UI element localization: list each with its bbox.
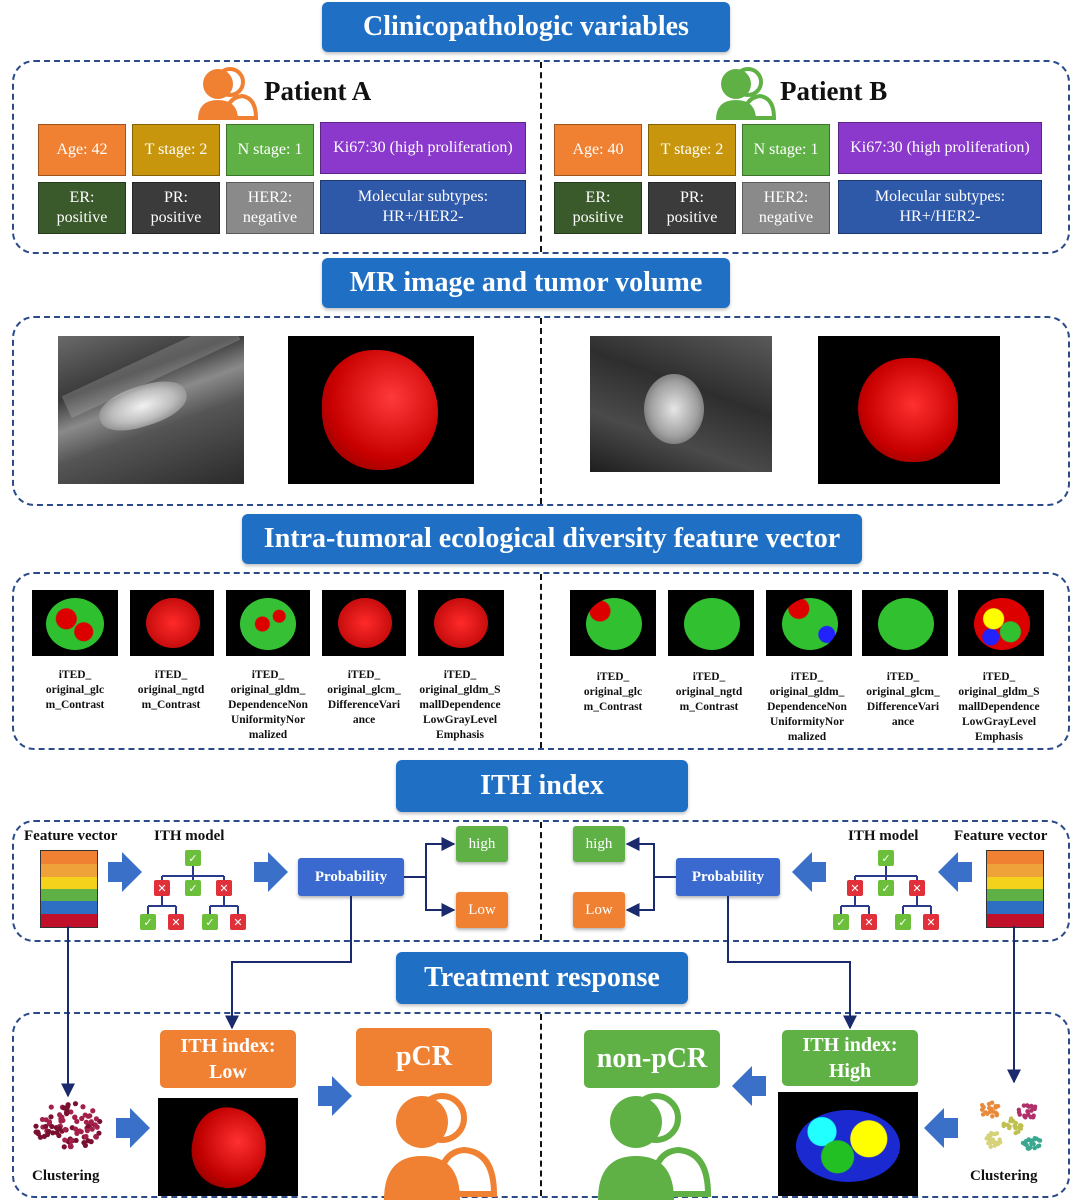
divider-ith	[540, 822, 542, 940]
section-title-ith: ITH index	[396, 760, 688, 812]
patient-b-age: Age: 40	[554, 124, 642, 176]
patient-b-feature-label-4: iTED_ original_glcm_ DifferenceVari ance	[866, 671, 940, 728]
patient-a-her2: HER2: negative	[226, 182, 314, 234]
patient-b-feature-label-3: iTED_ original_gldm_ DependenceNon Unifo…	[767, 671, 847, 743]
ith-index-box-b: ITH index: High	[782, 1030, 918, 1086]
patient-a-feature-thumb-4	[322, 590, 406, 656]
clustering-label-b: Clustering	[970, 1168, 1038, 1184]
patient-b-ki67: Ki67:30 (high proliferation)	[838, 122, 1042, 174]
patient-a-er: ER: positive	[38, 182, 126, 234]
feature-vector-stack-a	[40, 850, 98, 928]
divider-response	[540, 1014, 542, 1196]
feature-vector-label-b: Feature vector	[954, 828, 1048, 844]
patient-a-feature-label-3: iTED_ original_gldm_ DependenceNon Unifo…	[228, 669, 308, 741]
outcome-box-b: non-pCR	[584, 1030, 720, 1088]
section-title-response: Treatment response	[396, 952, 688, 1004]
patient-a-icon	[198, 67, 258, 120]
probability-box-b: Probability	[676, 858, 780, 896]
low-tag-a: Low	[456, 892, 508, 928]
patient-b-name: Patient B	[780, 76, 888, 106]
patient-a-feature-thumb-3	[226, 590, 310, 656]
high-tag-a: high	[456, 826, 508, 862]
patient-a-feature-label-1: iTED_ original_glc m_Contrast	[45, 669, 105, 711]
outcome-person-icon-b	[598, 1093, 712, 1200]
patient-b-mr-image	[590, 336, 772, 472]
patient-b-er: ER: positive	[554, 182, 642, 234]
patient-b-t-stage: T stage: 2	[648, 124, 736, 176]
patient-a-feature-label-2: iTED_ original_ngtd m_Contrast	[137, 669, 205, 711]
ith-model-label-a: ITH model	[154, 828, 225, 844]
patient-a-age: Age: 42	[38, 124, 126, 176]
clinical-panel	[12, 60, 1070, 254]
patient-b-icon	[716, 67, 776, 120]
patient-a-ki67: Ki67:30 (high proliferation)	[320, 122, 526, 174]
patient-a-name: Patient A	[264, 76, 372, 106]
clustering-dots-a	[33, 1101, 103, 1150]
low-tag-b: Low	[573, 892, 625, 928]
ith-index-box-a: ITH index: Low	[160, 1030, 296, 1088]
patient-a-clustered-volume	[158, 1098, 298, 1196]
ith-model-label-b: ITH model	[848, 828, 919, 844]
feature-vector-label-a: Feature vector	[24, 828, 118, 844]
patient-a-pr: PR: positive	[132, 182, 220, 234]
patient-b-feature-thumb-1	[570, 590, 656, 656]
patient-a-feature-label-4: iTED_ original_glcm_ DifferenceVari ance	[327, 669, 401, 726]
patient-b-feature-label-1: iTED_ original_glc m_Contrast	[583, 671, 643, 713]
patient-b-tumor-volume	[818, 336, 1000, 484]
patient-b-feature-thumb-3	[766, 590, 852, 656]
patient-a-feature-thumb-5	[418, 590, 504, 656]
outcome-person-icon-a	[384, 1093, 498, 1200]
patient-a-tumor-volume	[288, 336, 474, 484]
patient-a-feature-thumb-2	[130, 590, 214, 656]
patient-b-pr: PR: positive	[648, 182, 736, 234]
feature-vector-stack-b	[986, 850, 1044, 928]
patient-b-feature-label-2: iTED_ original_ngtd m_Contrast	[675, 671, 743, 713]
divider-clinical	[540, 62, 542, 252]
patient-a-n-stage: N stage: 1	[226, 124, 314, 176]
patient-b-subtype: Molecular subtypes: HR+/HER2-	[838, 180, 1042, 234]
patient-b-feature-thumb-4	[862, 590, 948, 656]
patient-a-feature-label-5: iTED_ original_gldm_S mallDependence Low…	[419, 669, 501, 741]
patient-b-feature-label-5: iTED_ original_gldm_S mallDependence Low…	[958, 671, 1040, 743]
patient-b-feature-thumb-5	[958, 590, 1044, 656]
patient-b-feature-thumb-2	[668, 590, 754, 656]
section-title-clinical: Clinicopathologic variables	[322, 2, 730, 52]
patient-a-feature-thumb-1	[32, 590, 118, 656]
patient-a-t-stage: T stage: 2	[132, 124, 220, 176]
patient-a-mr-image	[58, 336, 244, 484]
section-title-ited: Intra-tumoral ecological diversity featu…	[242, 514, 862, 564]
response-panel	[12, 1012, 1070, 1198]
ith-panel	[12, 820, 1070, 942]
ited-panel	[12, 572, 1070, 750]
divider-ited	[540, 574, 542, 748]
outcome-box-a: pCR	[356, 1028, 492, 1086]
section-title-mr: MR image and tumor volume	[322, 258, 730, 308]
divider-mr	[540, 318, 542, 504]
patient-b-clustered-volume	[778, 1092, 918, 1196]
patient-a-subtype: Molecular subtypes: HR+/HER2-	[320, 180, 526, 234]
high-tag-b: high	[573, 826, 625, 862]
patient-b-her2: HER2: negative	[742, 182, 830, 234]
clustering-label-a: Clustering	[32, 1168, 100, 1184]
clustering-dots-b	[979, 1100, 1043, 1151]
mr-panel	[12, 316, 1070, 506]
patient-b-n-stage: N stage: 1	[742, 124, 830, 176]
probability-box-a: Probability	[298, 858, 404, 896]
